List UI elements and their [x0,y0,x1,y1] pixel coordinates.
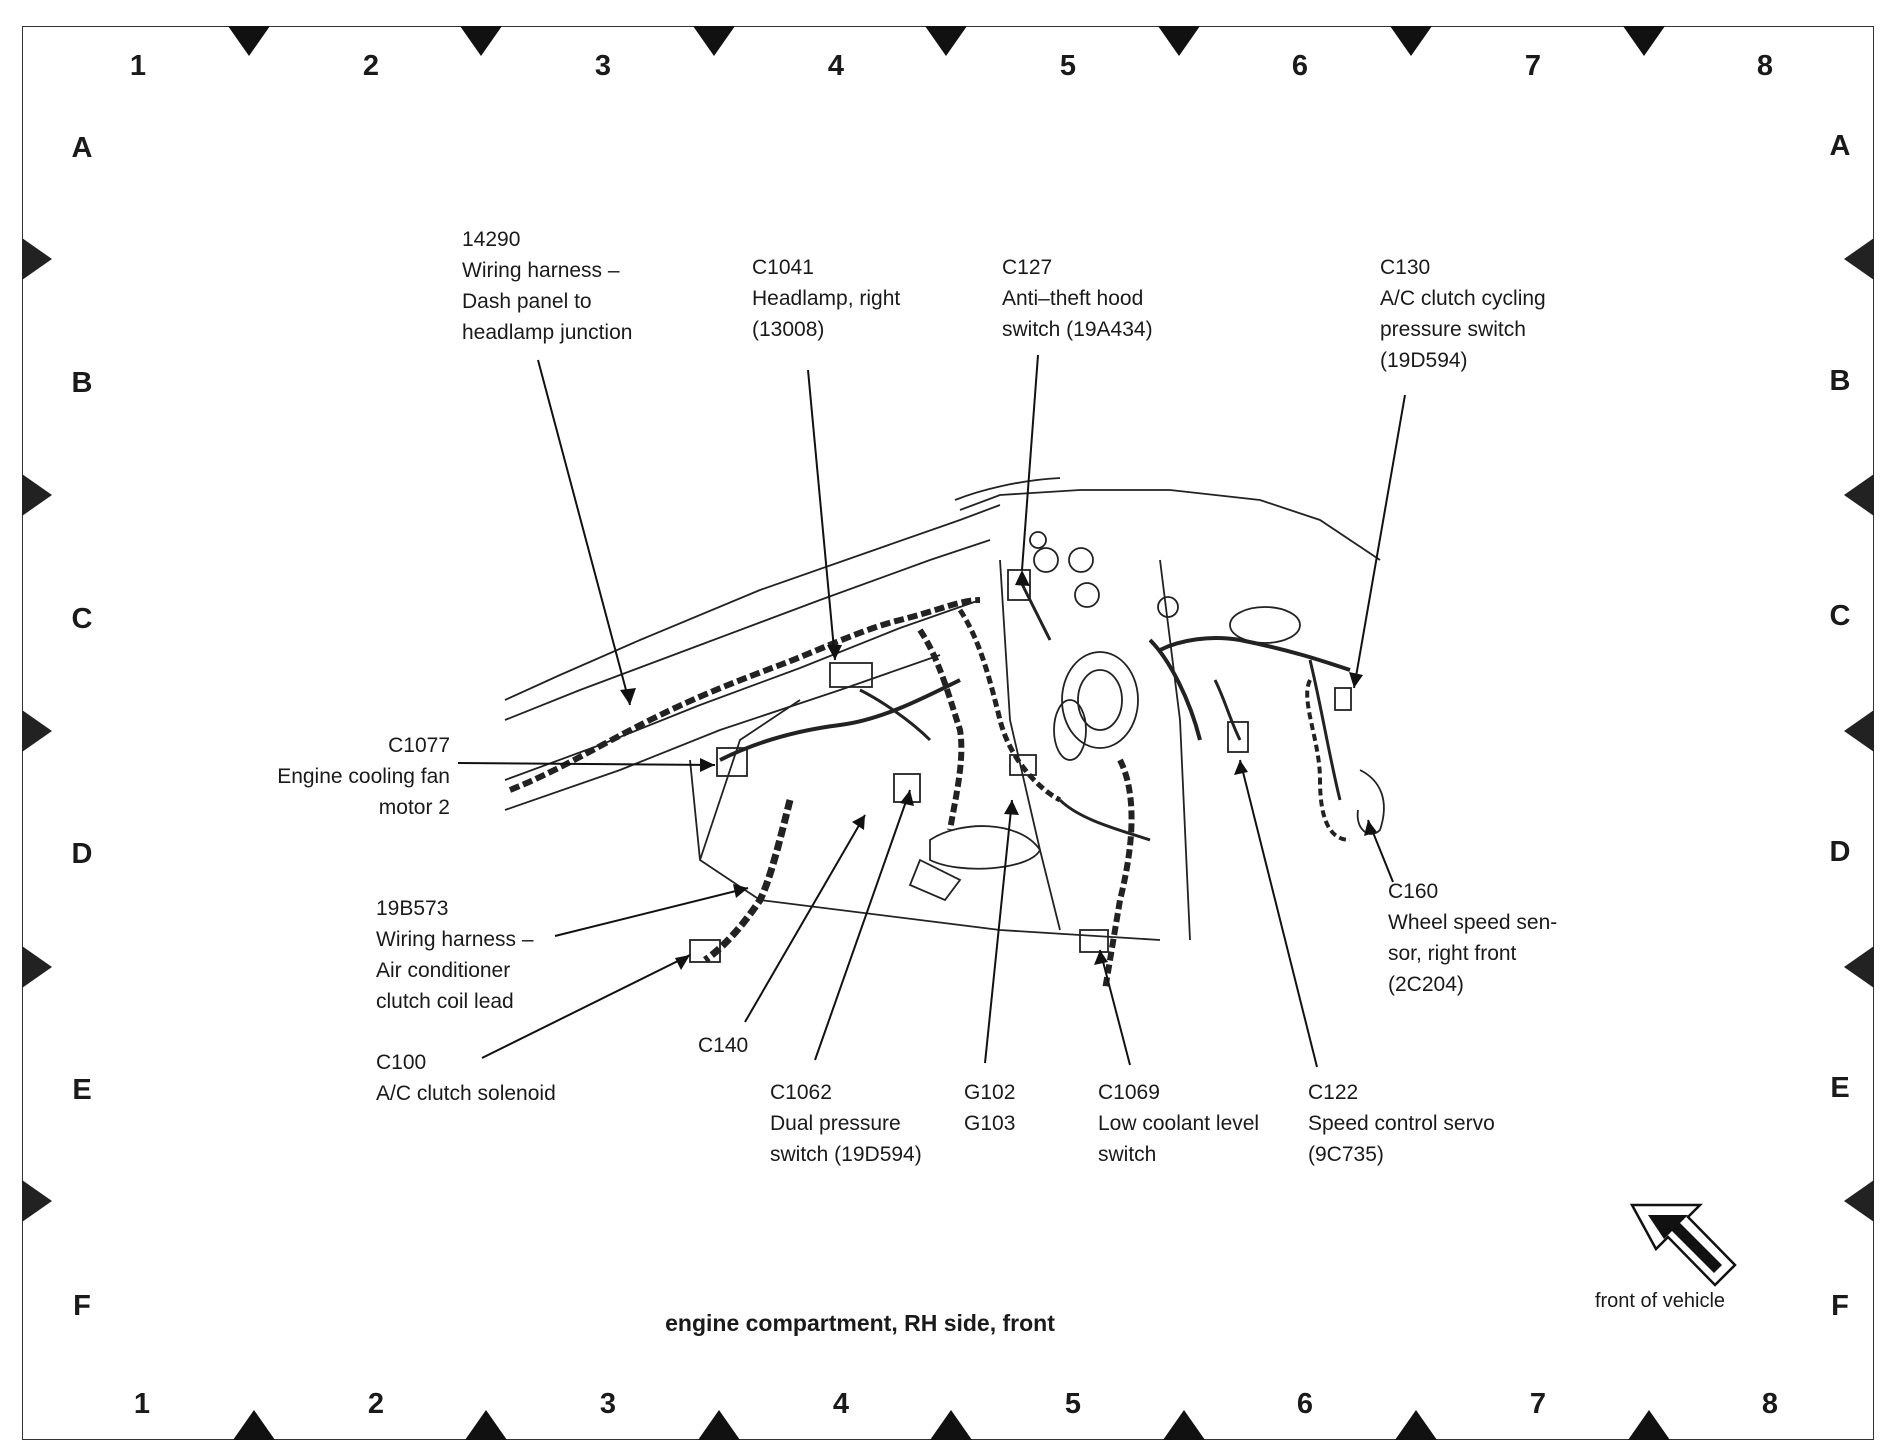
grid-row-right-c: C [1829,600,1851,632]
callout-code: C127 [1002,256,1053,279]
grid-col-top-4: 4 [827,50,845,82]
grid-col-top-8: 8 [1756,50,1774,82]
callout-c1077: C1077 Engine cooling fan motor 2 [250,730,450,823]
grid-row-left-c: C [71,603,93,635]
grid-row-right-b: B [1829,365,1851,397]
bottom-grid-markers [233,1410,1670,1440]
callout-desc: Headlamp, right (13008) [752,287,901,341]
engine-compartment-sketch [504,477,1385,991]
callout-code: C122 [1308,1081,1359,1104]
callout-code: C130 [1380,256,1431,279]
front-of-vehicle-arrow-icon [1629,1203,1737,1287]
grid-col-bottom-5: 5 [1064,1388,1082,1420]
callout-code: C1077 [388,734,450,757]
callout-c160: C160 Wheel speed sen- sor, right front (… [1388,876,1557,1000]
callout-desc: Engine cooling fan motor 2 [277,765,450,819]
callout-c130: C130 A/C clutch cycling pressure switch … [1380,252,1546,376]
front-of-vehicle-label: front of vehicle [1594,1290,1726,1312]
leader-arrowheads [620,570,1377,970]
grid-col-top-5: 5 [1059,50,1077,82]
callout-desc: A/C clutch cycling pressure switch (19D5… [1380,287,1546,372]
grid-row-right-e: E [1830,1072,1850,1104]
right-grid-markers [1844,238,1874,1222]
grid-row-right-d: D [1829,836,1851,868]
callout-desc: Dual pressure switch (19D594) [770,1112,922,1166]
callout-code: C160 [1388,880,1439,903]
callout-code: C1041 [752,256,814,279]
grid-col-bottom-2: 2 [367,1388,385,1420]
callout-c100: C100 A/C clutch solenoid [376,1047,556,1109]
callout-desc: Anti–theft hood switch (19A434) [1002,287,1153,341]
grid-col-bottom-4: 4 [832,1388,850,1420]
callout-c140: C140 [698,1030,748,1061]
callout-desc: Wiring harness – Dash panel to headlamp … [462,259,633,344]
callout-c1041: C1041 Headlamp, right (13008) [752,252,900,345]
grid-row-left-f: F [73,1290,91,1322]
callout-code: C1069 [1098,1081,1160,1104]
callout-c127: C127 Anti–theft hood switch (19A434) [1002,252,1153,345]
grid-col-top-1: 1 [129,50,147,82]
top-grid-markers [228,26,1665,56]
grid-row-left-b: B [71,367,93,399]
grid-row-left-a: A [71,132,93,164]
grid-col-bottom-8: 8 [1761,1388,1779,1420]
callout-desc: G103 [964,1112,1016,1135]
grid-col-top-2: 2 [362,50,380,82]
grid-col-bottom-7: 7 [1529,1388,1547,1420]
callout-g102: G102 G103 [964,1077,1015,1139]
callout-c1069: C1069 Low coolant level switch [1098,1077,1259,1170]
grid-col-top-3: 3 [594,50,612,82]
callout-desc: A/C clutch solenoid [376,1082,556,1105]
grid-col-bottom-1: 1 [133,1388,151,1420]
left-grid-markers [22,238,52,1222]
leader-lines [457,354,1406,1068]
grid-col-bottom-6: 6 [1296,1388,1314,1420]
callout-desc: Wheel speed sen- sor, right front (2C204… [1388,911,1558,996]
callout-c122: C122 Speed control servo (9C735) [1308,1077,1495,1170]
callout-desc: Speed control servo (9C735) [1308,1112,1495,1166]
callout-code: 19B573 [376,897,449,920]
callout-19b573: 19B573 Wiring harness – Air conditioner … [376,893,534,1017]
grid-row-left-e: E [72,1074,92,1106]
grid-col-top-7: 7 [1524,50,1542,82]
grid-row-left-d: D [71,838,93,870]
grid-row-right-f: F [1831,1290,1849,1322]
callout-desc: Wiring harness – Air conditioner clutch … [376,928,534,1013]
grid-row-right-a: A [1829,130,1851,162]
callout-code: G102 [964,1081,1016,1104]
callout-code: C140 [698,1034,749,1057]
callout-14290: 14290 Wiring harness – Dash panel to hea… [462,224,632,348]
diagram-caption: engine compartment, RH side, front [665,1310,1055,1336]
callout-c1062: C1062 Dual pressure switch (19D594) [770,1077,922,1170]
callout-code: C100 [376,1051,427,1074]
callout-desc: Low coolant level switch [1098,1112,1260,1166]
grid-col-bottom-3: 3 [599,1388,617,1420]
callout-code: C1062 [770,1081,832,1104]
grid-col-top-6: 6 [1291,50,1309,82]
callout-code: 14290 [462,228,521,251]
